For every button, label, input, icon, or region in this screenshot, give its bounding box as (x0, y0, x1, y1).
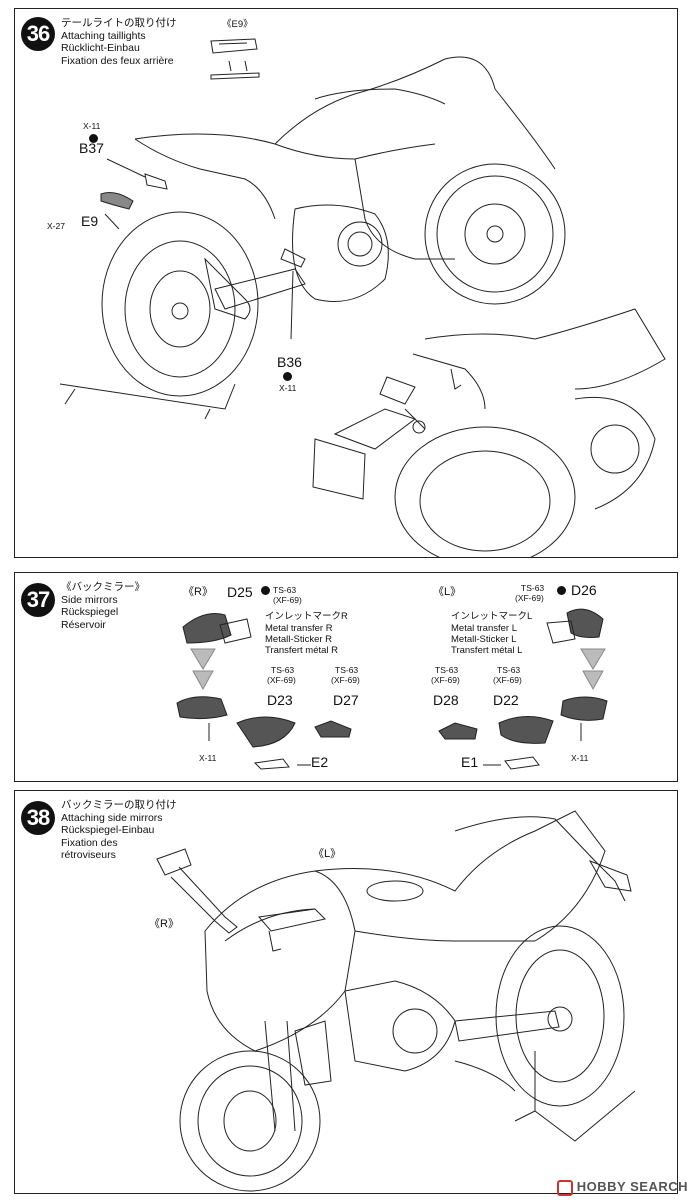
motorcycle-front-drawing (15, 791, 677, 1193)
title-en: Side mirrors (61, 593, 118, 606)
step-title-block: 《バックミラー》 Side mirrors Rückspiegel Réserv… (61, 581, 145, 631)
label-r: 《R》 (149, 918, 179, 930)
cement-drop-icon (89, 133, 101, 144)
part-b36-label: B36 (277, 354, 302, 370)
decal-en: Metal transfer R (265, 623, 333, 634)
paint-dot-icon: TS-63 (261, 585, 296, 596)
decal-jp: インレットマークR (265, 611, 348, 622)
paint-sub-label: (XF-69) (273, 595, 302, 605)
part-d27-label: D27 (333, 692, 359, 708)
d23-paint-sub: (XF-69) (267, 675, 296, 685)
motorcycle-rear-drawing (15, 9, 677, 557)
part-x11-label: X-11 (199, 753, 217, 763)
part-d25-label: D25 (227, 584, 253, 600)
decal-en-l: Metal transfer L (451, 623, 517, 634)
title-fr: Réservoir (61, 618, 106, 631)
part-d28-label: D28 (433, 692, 459, 708)
title-en: Attaching side mirrors (61, 811, 163, 824)
part-d26-label: D26 (571, 582, 597, 598)
d22-paint-sub: (XF-69) (493, 675, 522, 685)
decal-de-l: Metall-Sticker L (451, 634, 517, 645)
part-e1-label: E1 (461, 754, 479, 770)
title-jp: 《バックミラー》 (61, 581, 145, 593)
title-fr-2: rétroviseurs (61, 849, 116, 861)
title-jp: テールライトの取り付け (61, 17, 177, 29)
decal-de: Metall-Sticker R (265, 634, 333, 645)
d28-paint-sub: (XF-69) (431, 675, 460, 685)
part-b37-label: B37 (79, 140, 104, 156)
step-title-block: バックミラーの取り付け Attaching side mirrors Rücks… (61, 799, 177, 862)
step-38-panel: 38 バックミラーの取り付け Attaching side mirrors Rü… (14, 790, 678, 1194)
side-r-label: 《R》 (183, 586, 213, 598)
step-number: 37 (21, 583, 55, 617)
logo-icon (556, 1180, 573, 1196)
title-jp: バックミラーの取り付け (61, 799, 177, 811)
paint-code-l: TS-63 (521, 583, 545, 593)
decal-fr: Transfert métal R (265, 645, 339, 656)
paint-sub-l: (XF-69) (515, 593, 544, 603)
title-en: Attaching taillights (61, 29, 146, 42)
side-l-label: 《L》 (433, 586, 462, 598)
title-fr: Fixation des feux arrière (61, 54, 174, 67)
part-x27-label: X-27 (47, 221, 65, 231)
step-36-panel: 36 テールライトの取り付け Attaching taillights Rück… (14, 8, 678, 558)
part-e9-label: E9 (81, 213, 99, 229)
title-de: Rückspiegel-Einbau (61, 824, 155, 836)
part-d23-label: D23 (267, 692, 293, 708)
part-x11-label-l: X-11 (571, 753, 589, 763)
step-37-panel: 37 《バックミラー》 Side mirrors Rückspiegel Rés… (14, 572, 678, 782)
part-d22-label: D22 (493, 692, 519, 708)
d22-paint: TS-63 (497, 665, 521, 675)
paint-dot-icon (557, 585, 569, 596)
decal-jp-l: インレットマークL (451, 611, 533, 622)
d27-paint: TS-63 (335, 665, 359, 675)
label-l: 《L》 (313, 848, 342, 860)
d27-paint-sub: (XF-69) (331, 675, 360, 685)
inset-e9-label: 《E9》 (222, 19, 253, 30)
hobby-search-watermark: HOBBY SEARCH (556, 1179, 688, 1196)
step-number: 36 (21, 17, 55, 51)
step-number: 38 (21, 801, 55, 835)
part-x11-label-2: X-11 (279, 383, 297, 393)
title-de: Rücklicht-Einbau (61, 42, 140, 54)
title-de: Rückspiegel (61, 606, 119, 618)
mirror-parts-drawing (15, 573, 677, 781)
decal-fr-l: Transfert métal L (451, 645, 523, 656)
title-fr-1: Fixation des (61, 836, 118, 849)
part-x11-label: X-11 (83, 121, 101, 131)
d23-paint: TS-63 (271, 665, 295, 675)
cement-drop-icon (283, 371, 295, 382)
part-e2-label: E2 (311, 754, 329, 770)
d28-paint: TS-63 (435, 665, 459, 675)
step-title-block: テールライトの取り付け Attaching taillights Rücklic… (61, 17, 177, 67)
